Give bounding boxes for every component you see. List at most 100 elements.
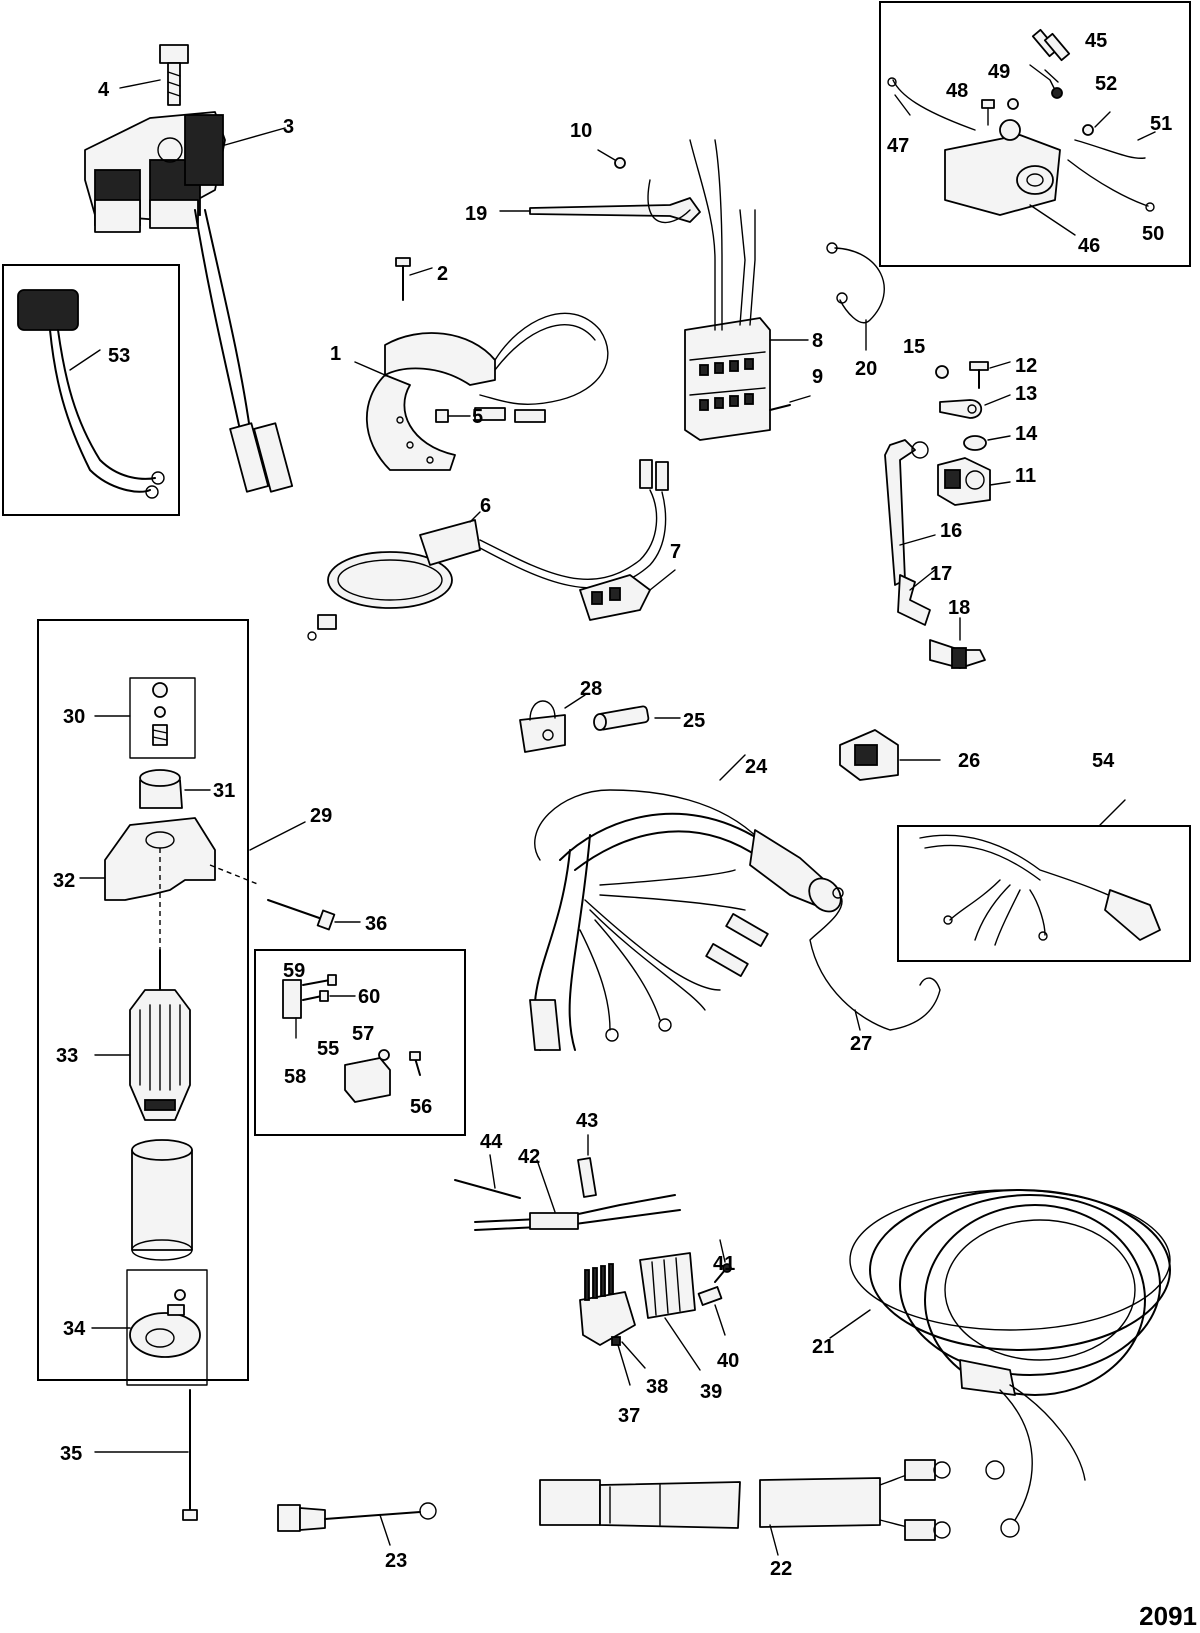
lead-part-51 [1074,131,1156,159]
diagram-code: 2091 [1139,1601,1197,1631]
callout-4: 4 [98,79,110,101]
callout-12: 12 [1015,355,1037,377]
callout-50: 50 [1142,223,1164,245]
clamp-part-28 [519,694,586,753]
screw-part-48 [981,99,995,126]
armature-part-33 [94,949,191,1121]
spark-plug-lead-part-16 [884,439,936,586]
callout-27: 27 [850,1033,872,1055]
callout-17: 17 [930,563,952,585]
battery-cable-part-22 [539,1459,951,1556]
callout-53: 53 [108,345,130,367]
through-bolt-part-36 [267,899,361,931]
callout-51: 51 [1150,113,1172,135]
screw-part-41 [714,1239,732,1283]
connector-part-7 [579,569,676,621]
callout-59: 59 [283,960,305,982]
callout-8: 8 [812,330,823,352]
spacer-part-14 [963,435,1011,451]
nut-part-57 [378,1049,390,1061]
ground-lead-part-20 [826,242,885,351]
switch-box-part-8 [647,139,809,441]
callout-41: 41 [713,1253,735,1275]
inset-box-ignition-switch [879,1,1191,267]
callout-43: 43 [576,1110,598,1132]
callout-1: 1 [330,343,341,365]
inset-box-harness-alt [897,825,1191,962]
callout-28: 28 [580,678,602,700]
coil-lead-part-53 [17,289,165,499]
end-cap-part-31 [139,769,211,809]
ground-wire-part-27 [809,887,941,1031]
screw-part-12 [969,361,1011,389]
screw-part-10 [597,149,626,169]
lead-part-47 [887,77,976,131]
terminal-part-40 [697,1286,726,1336]
callout-9: 9 [812,366,823,388]
regulator-part-37 [579,1263,636,1386]
callout-49: 49 [988,61,1010,83]
starter-frame-tube [131,1139,193,1261]
boot-part-26 [839,729,941,781]
callout-23: 23 [385,1550,407,1572]
callout-40: 40 [717,1350,739,1372]
callout-52: 52 [1095,73,1117,95]
inset-box-small-parts [254,949,466,1136]
pin-part-44 [454,1154,521,1199]
washer-part-15 [935,365,949,379]
callout-21: 21 [812,1336,834,1358]
callout-37: 37 [618,1405,640,1427]
main-harness-part-21 [829,1189,1171,1538]
callout-33: 33 [56,1045,78,1067]
callout-29: 29 [310,805,332,827]
callout-32: 32 [53,870,75,892]
screw-part-38 [611,1336,646,1369]
trigger-plate-part-1 [354,312,609,471]
nut-part-52 [1082,111,1111,136]
terminal-part-13 [939,394,1011,419]
callout-15: 15 [903,336,925,358]
callout-58: 58 [284,1066,306,1088]
screw-part-9 [769,395,811,411]
stator-part-3 [84,111,294,493]
jumper-harness-part-42 [474,1159,681,1231]
callout-39: 39 [700,1381,722,1403]
connector-part-43 [577,1134,597,1198]
bracket-part-58 [282,979,302,1039]
callout-22: 22 [770,1558,792,1580]
end-frame-part-34 [91,1269,208,1386]
callout-34: 34 [63,1318,86,1340]
callout-48: 48 [946,80,968,102]
callout-5: 5 [472,406,483,428]
harness-part-54 [919,799,1161,946]
switch-part-46 [944,119,1076,236]
callout-14: 14 [1015,423,1038,445]
screw-part-2 [395,257,433,301]
callout-46: 46 [1078,235,1100,257]
tie-strap-part-19 [499,197,701,223]
callout-54: 54 [1092,750,1115,772]
callout-10: 10 [570,120,592,142]
callout-55: 55 [317,1038,339,1060]
leader-part-29 [249,821,306,851]
callout-3: 3 [283,116,294,138]
lead-part-23 [277,1502,437,1546]
callout-47: 47 [887,135,909,157]
callout-19: 19 [465,203,487,225]
trigger-part-6 [307,459,669,641]
callout-24: 24 [745,756,768,778]
through-bolt-part-35 [94,1389,198,1521]
brush-kit-part-30 [94,677,196,759]
bolt-part-4 [119,44,189,106]
callout-44: 44 [480,1131,503,1153]
spark-plug-part-18 [929,617,986,669]
screw-part-56 [409,1051,421,1076]
callout-36: 36 [365,913,387,935]
module-part-55 [344,1057,391,1103]
callout-16: 16 [940,520,962,542]
screw-part-5 [435,409,471,423]
callout-30: 30 [63,706,85,728]
inset-box-starter-motor [37,619,249,1381]
harness-part-24 [529,754,842,1051]
